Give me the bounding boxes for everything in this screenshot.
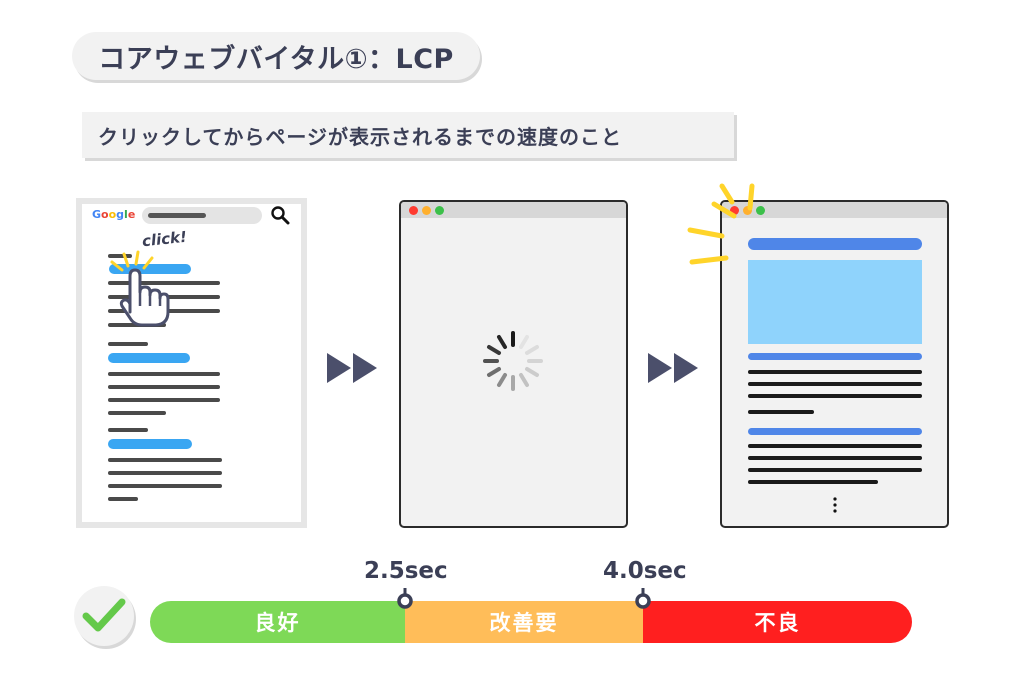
result-line bbox=[108, 497, 138, 501]
maximize-dot bbox=[756, 206, 765, 215]
hero-image bbox=[748, 260, 922, 344]
text-line bbox=[748, 382, 922, 386]
threshold-label-good: 2.5sec bbox=[364, 558, 448, 584]
logo-letter: o bbox=[108, 208, 117, 221]
segment-needs-improvement: 改善要 bbox=[405, 601, 643, 643]
result-line bbox=[108, 471, 222, 475]
result-line bbox=[108, 484, 222, 488]
logo-letter: G bbox=[92, 208, 102, 221]
result-line bbox=[108, 428, 148, 432]
lcp-timeline-bar: 良好 改善要 不良 bbox=[150, 601, 912, 643]
text-line bbox=[748, 480, 878, 484]
close-dot bbox=[730, 206, 739, 215]
text-line bbox=[748, 456, 922, 460]
segment-poor: 不良 bbox=[643, 601, 912, 643]
threshold-marker bbox=[397, 588, 413, 609]
text-line bbox=[748, 410, 814, 414]
logo-letter: l bbox=[124, 208, 128, 221]
section-heading-bar bbox=[748, 428, 922, 435]
text-line bbox=[748, 394, 922, 398]
search-icon[interactable] bbox=[270, 205, 290, 225]
window-titlebar bbox=[722, 202, 947, 218]
loading-spinner-icon bbox=[483, 331, 543, 391]
search-query bbox=[148, 213, 206, 218]
result-line bbox=[108, 342, 148, 346]
segment-good: 良好 bbox=[150, 601, 405, 643]
google-logo: Google bbox=[92, 208, 135, 221]
result-line bbox=[108, 254, 132, 258]
search-bar[interactable] bbox=[142, 207, 262, 224]
result-line bbox=[108, 398, 220, 402]
minimize-dot bbox=[422, 206, 431, 215]
text-line bbox=[748, 468, 922, 472]
check-icon bbox=[82, 598, 126, 632]
section-heading-bar bbox=[748, 353, 922, 360]
loading-browser-window bbox=[399, 200, 628, 528]
result-line bbox=[108, 411, 166, 415]
page-heading-bar bbox=[748, 238, 922, 250]
result-link[interactable] bbox=[108, 439, 192, 449]
threshold-label-poor: 4.0sec bbox=[603, 558, 687, 584]
text-line bbox=[748, 444, 922, 448]
result-link[interactable] bbox=[109, 264, 191, 274]
threshold-marker bbox=[635, 588, 651, 609]
search-results-page bbox=[76, 198, 307, 528]
page-title: コアウェブバイタル①：LCP bbox=[72, 32, 480, 80]
result-link[interactable] bbox=[108, 353, 190, 363]
result-line bbox=[108, 458, 222, 462]
text-line bbox=[748, 370, 922, 374]
pointing-hand-icon bbox=[119, 268, 170, 327]
vertical-ellipsis-icon bbox=[833, 497, 837, 513]
logo-letter: o bbox=[101, 208, 109, 221]
loaded-highlight-icon bbox=[687, 183, 755, 265]
click-highlight-icon bbox=[110, 250, 154, 272]
close-dot bbox=[409, 206, 418, 215]
window-titlebar bbox=[401, 202, 626, 218]
subtitle: クリックしてからページが表示されるまでの速度のこと bbox=[82, 112, 734, 158]
maximize-dot bbox=[435, 206, 444, 215]
minimize-dot bbox=[743, 206, 752, 215]
logo-letter: g bbox=[116, 208, 125, 221]
loaded-browser-window bbox=[720, 200, 949, 528]
result-line bbox=[108, 281, 220, 285]
logo-letter: e bbox=[127, 208, 136, 221]
result-line bbox=[108, 385, 220, 389]
result-line bbox=[108, 372, 220, 376]
